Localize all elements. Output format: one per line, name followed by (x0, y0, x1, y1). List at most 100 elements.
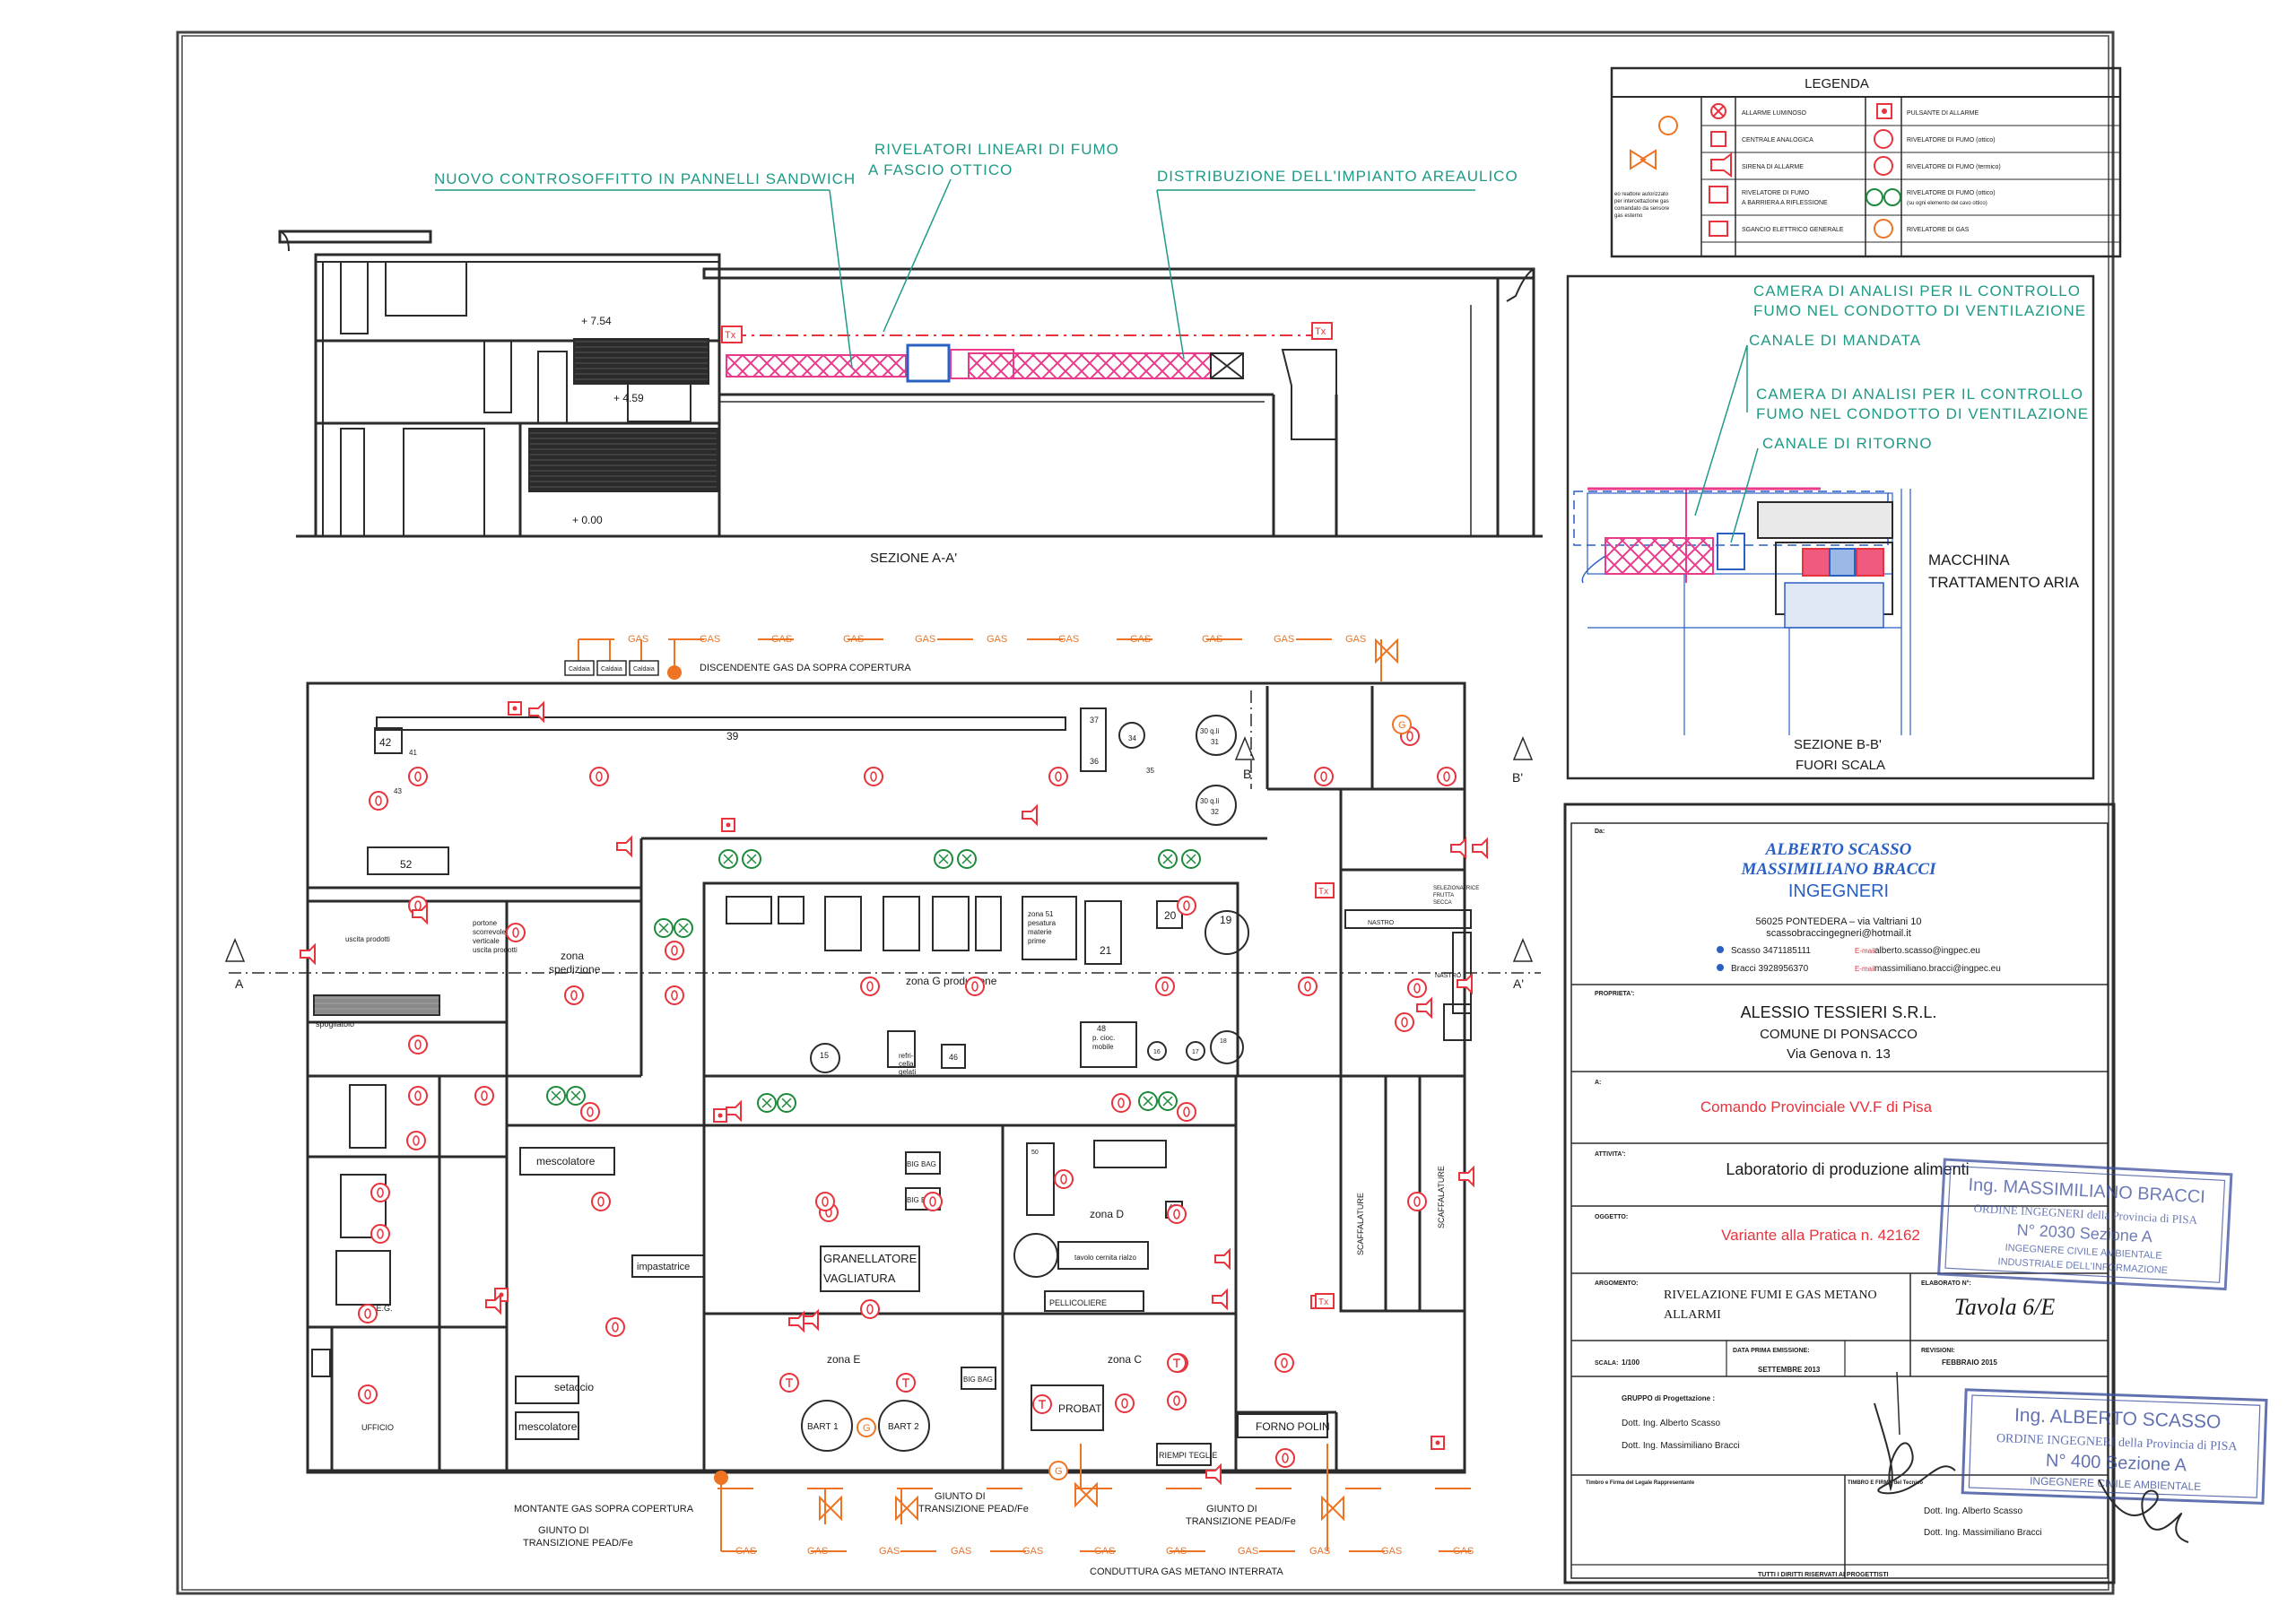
smoke-linear-detector-icon-0 (718, 849, 738, 869)
beam-detector-icon (1709, 186, 1728, 204)
room-spedizione-1: zona (561, 950, 584, 962)
siren-icon-16 (300, 942, 316, 966)
boilers: Caldaia Caldaia Caldaia (564, 660, 659, 676)
tb-label-attivita: ATTIVITA': (1595, 1151, 1625, 1158)
gas-label-bottom-10: GAS (1453, 1546, 1474, 1557)
num-34: 34 (1128, 734, 1136, 742)
smoke-linear-detector-icon-10 (757, 1093, 777, 1113)
gas-detector-icon-1: G (1048, 1461, 1068, 1480)
num-36: 36 (1090, 757, 1099, 766)
legend-item-6: SGANCIO ELETTRICO GENERALE (1742, 227, 1844, 233)
gas-label-top-1: GAS (700, 634, 720, 645)
bb-note-3a: CAMERA DI ANALISI PER IL CONTROLLO (1756, 386, 2083, 403)
gas-label-bottom-4: GAS (1022, 1546, 1043, 1557)
gas-label-top-0: GAS (628, 634, 648, 645)
smoke-optical-detector-icon-39 (860, 1299, 880, 1319)
room-setaccio: setaccio (554, 1381, 594, 1393)
smoke-optical-detector-icon-10 (665, 941, 684, 960)
siren-icon (1710, 152, 1732, 178)
smoke-optical-detector-icon-42 (815, 1192, 835, 1211)
gas-label-bottom-6: GAS (1166, 1546, 1187, 1557)
siren-icon-8 (1214, 1247, 1231, 1271)
boiler-2: Caldaia (601, 666, 622, 673)
tb-phone2: Bracci 3928956370 (1731, 964, 1809, 974)
gas-label-top-3: GAS (843, 634, 864, 645)
siren-icon-5 (1457, 972, 1473, 995)
boiler-3: Caldaia (633, 666, 655, 673)
num-42: 42 (379, 736, 392, 749)
gas-label-bottom-8: GAS (1309, 1546, 1330, 1557)
tb-street: Via Genova n. 13 (1787, 1046, 1891, 1062)
room-zona51-4: prime (1028, 937, 1047, 945)
smoke-linear-icon (1866, 188, 1883, 206)
num-31: 31 (1211, 738, 1219, 746)
svg-text:E-mail: E-mail (1855, 965, 1875, 973)
smoke-optical-detector-icon-20 (370, 1224, 390, 1244)
detector-beam (721, 322, 1333, 383)
num-52: 52 (400, 858, 413, 871)
scaffalature-labels: SCAFFALATURE SCAFFALATURE (1356, 1166, 1446, 1255)
legend-box (1610, 66, 2122, 258)
tb-designer-1: Dott. Ing. Alberto Scasso (1622, 1419, 1720, 1428)
svg-text:Tx: Tx (1318, 1298, 1328, 1307)
smoke-optical-detector-icon-4 (1314, 767, 1334, 786)
smoke-optical-detector-icon-16 (406, 1131, 426, 1150)
gas-label-bottom-2: GAS (879, 1546, 900, 1557)
num-30b: 30 q.li (1200, 797, 1220, 805)
smoke-optical-icon (1874, 129, 1893, 149)
room-portone-2: scorrevole (473, 928, 506, 936)
num-21: 21 (1100, 944, 1112, 957)
gas-riser-note: MONTANTE GAS SOPRA COPERTURA (514, 1504, 694, 1515)
siren-icon-12 (803, 1308, 819, 1332)
stamp-scasso-3: N° 400 Sezione A (2046, 1451, 2187, 1475)
smoke-optical-detector-icon-0 (408, 767, 428, 786)
floor-plan (306, 681, 1466, 1474)
signatures (1874, 1371, 2189, 1543)
push-button-icon (1876, 103, 1892, 119)
smoke-optical-detector-icon-9 (506, 923, 526, 942)
gas-top-note: DISCENDENTE GAS DA SOPRA COPERTURA (700, 663, 911, 673)
tb-contacts: 56025 PONTEDERA – via Valtriani 10 scass… (1731, 916, 2001, 974)
smoke-optical-detector-icon-40 (1111, 1093, 1131, 1113)
svg-text:Tx: Tx (1318, 887, 1328, 897)
smoke-linear-detector-icon-7 (674, 918, 693, 938)
num-50: 50 (1031, 1150, 1039, 1156)
room-zona-d: zona D (1090, 1208, 1124, 1220)
tb-owner-name: ALESSIO TESSIERI S.R.L. (1741, 1003, 1937, 1021)
num-46: 46 (949, 1053, 958, 1062)
marker-a-prime: A' (1513, 976, 1524, 991)
tb-address: 56025 PONTEDERA – via Valtriani 10 (1755, 916, 1921, 927)
tb-label-oggetto: OGGETTO: (1595, 1214, 1628, 1220)
num-41: 41 (409, 749, 417, 757)
smoke-optical-detector-icon-21 (591, 1192, 611, 1211)
smoke-optical-detector-icon-18 (580, 1102, 600, 1122)
stamp-scasso-4: INGEGNERE CIVILE AMBIENTALE (2030, 1474, 2202, 1493)
note-detectors-2: A FASCIO OTTICO (868, 161, 1013, 178)
tb-scale: 1/100 (1622, 1358, 1640, 1367)
tb-label-a: A: (1595, 1080, 1601, 1086)
room-ufficio: UFFICIO (361, 1423, 394, 1432)
tb-activity: Laboratorio di produzione alimenti (1726, 1160, 1969, 1178)
num-39: 39 (726, 730, 739, 742)
tb-topic: RIVELAZIONE FUMI E GAS METANO ALLARMI (1664, 1289, 1877, 1322)
room-zona51-3: materie (1028, 928, 1052, 936)
room-granellatore-2: VAGLIATURA (823, 1271, 896, 1285)
smoke-optical-detector-icon-28 (860, 976, 880, 996)
num-32: 32 (1211, 808, 1219, 816)
transition-note-1a: GIUNTO DI (538, 1525, 589, 1536)
tb-pec1: alberto.scasso@ingpec.eu (1874, 946, 1980, 956)
num-17: 17 (1192, 1049, 1199, 1055)
room-zona-e: zona E (827, 1353, 860, 1366)
room-selezionatrice-3: SECCA (1433, 900, 1452, 906)
tb-rights: TUTTI I DIRITTI RISERVATI AI PROGETTISTI (1758, 1572, 1889, 1578)
tb-label-gruppo: GRUPPO di Progettazione : (1622, 1394, 1715, 1402)
analysis-chamber-icon (906, 343, 951, 383)
legend-item-7: PULSANTE DI ALLARME (1907, 110, 1979, 117)
room-portone-4: uscita prodotti (473, 946, 517, 954)
smoke-optical-detector-icon-14 (408, 1035, 428, 1055)
tb-label-elaborato: ELABORATO N°: (1921, 1280, 1971, 1287)
smoke-thermal-detector-icon-3 (1167, 1353, 1187, 1373)
alarm-light-icon (1710, 103, 1726, 119)
tb-drawing-number: Tavola 6/E (1954, 1294, 2056, 1320)
